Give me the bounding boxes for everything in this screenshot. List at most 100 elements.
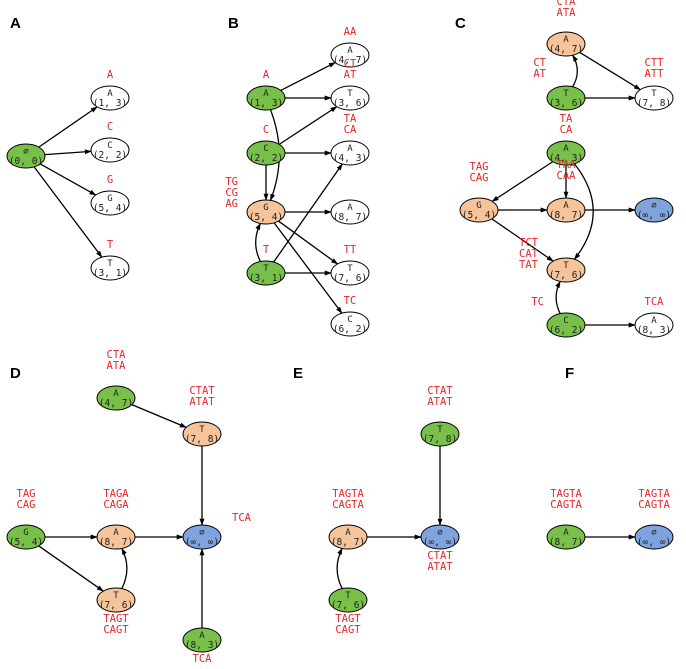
node-sequence-label: ATT [645,68,665,80]
node-coordinate: (8, 7) [549,210,583,221]
edge-B4-to-B3 [255,222,261,262]
node-symbol: T [107,259,113,269]
node-coordinate: (4, 7) [549,44,583,55]
node-b2: C(2, 2)C [246,124,286,166]
node-ellipse [246,85,286,111]
node-sequence-label: TAG [17,488,36,500]
edge-D1-to-D2 [131,404,187,428]
node-ellipse [634,197,674,223]
node-ellipse [546,257,586,283]
node-a2: C(2, 2)C [90,121,130,163]
node-ellipse [459,197,499,223]
panel-letter-e: E [293,365,303,382]
node-sequence-label: TC [531,296,544,308]
node-sequence-label: CTA [557,0,577,8]
node-symbol: A [347,203,353,213]
node-ellipse [6,143,46,169]
edge-C4-to-C8 [573,163,594,260]
panel-letters: A B C D E F [10,15,574,382]
node-ellipse [330,85,370,111]
node-symbol: T [347,264,353,274]
node-coordinate: (0, 0) [9,156,43,167]
node-ellipse [546,524,586,550]
node-sequence-label: CAGT [335,624,361,636]
node-symbol: G [107,194,112,204]
node-sequence-label: TAGT [103,613,129,625]
node-coordinate: (∞, ∞) [637,537,671,548]
nodes-layer: ∅(0, 0)A(1, 3)AC(2, 2)CG(5, 4)GT(3, 1)TA… [6,0,674,665]
node-a3: G(5, 4)G [90,174,130,216]
node-sequence-label: CTAT [427,385,453,397]
node-sequence-label: TCT [519,237,539,249]
node-coordinate: (7, 6) [99,600,133,611]
node-ellipse [96,587,136,613]
node-sequence-label: ATA [557,7,577,19]
node-sequence-label: CAGT [103,624,129,636]
edge-C1-to-C3 [579,51,641,91]
edge-A0-to-A2 [44,149,92,156]
node-ellipse [546,31,586,57]
node-ellipse [182,627,222,653]
node-coordinate: (5, 4) [462,210,496,221]
node-coordinate: (1, 3) [249,98,283,109]
node-coordinate: (7, 8) [185,434,219,445]
node-coordinate: (3, 1) [93,268,127,279]
node-symbol: ∅ [199,528,205,538]
node-coordinate: (7, 6) [333,273,367,284]
edge-B2-to-B6 [278,106,338,145]
node-sequence-label: TAT [519,259,539,271]
panel-letter-f: F [565,365,574,382]
node-sequence-label: TAGT [335,613,361,625]
node-sequence-label: AT [344,69,357,81]
node-sequence-label: TAGA [103,488,129,500]
node-coordinate: (7, 8) [637,98,671,109]
node-sequence-label: TA [560,113,573,125]
node-ellipse [328,587,368,613]
node-symbol: C [107,141,112,151]
panel-letter-a: A [10,15,21,32]
node-sequence-label: CAA [557,170,577,182]
node-sequence-label: CG [225,187,238,199]
panel-letter-b: B [228,15,239,32]
node-sequence-label: C [263,124,269,136]
node-symbol: A [563,201,569,211]
node-ellipse [420,421,460,447]
node-symbol: G [263,203,268,213]
node-c2: T(3, 6)CTAT [533,57,586,111]
node-symbol: ∅ [651,201,657,211]
node-sequence-label: TAGTA [638,488,670,500]
panel-letter-d: D [10,365,21,382]
node-b4: T(3, 1)T [246,244,286,286]
node-sequence-label: G [107,174,113,186]
node-sequence-label: A [107,69,114,81]
edge-E4-to-E2 [336,547,343,589]
node-ellipse [6,524,46,550]
node-symbol: A [651,316,657,326]
node-sequence-label: TAGTA [550,488,582,500]
node-ellipse [546,85,586,111]
node-symbol: C [347,315,352,325]
node-c9: C(6, 2)TC [531,296,586,338]
node-coordinate: (5, 4) [249,212,283,223]
node-sequence-label: CT [533,57,546,69]
edge-A0-to-A4 [33,166,103,258]
node-symbol: A [563,35,569,45]
node-sequence-label: A [263,69,270,81]
node-coordinate: (7, 6) [549,270,583,281]
node-sequence-label: TCA [645,296,665,308]
node-ellipse [182,524,222,550]
node-coordinate: (4, 7) [333,55,367,66]
node-symbol: A [347,46,353,56]
node-symbol: T [263,264,269,274]
node-symbol: C [563,316,568,326]
node-ellipse [90,137,130,163]
node-symbol: T [437,425,443,435]
node-symbol: T [113,591,119,601]
